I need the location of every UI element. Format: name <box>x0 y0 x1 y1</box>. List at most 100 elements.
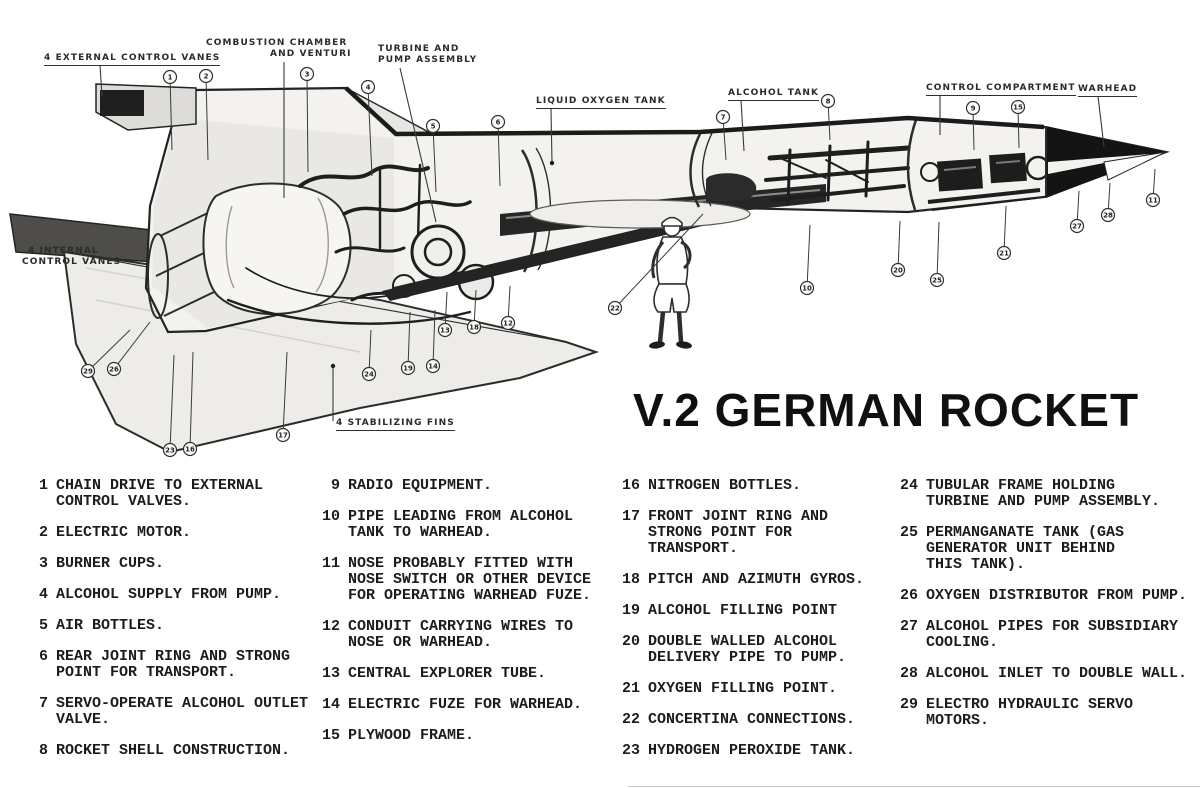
svg-text:6: 6 <box>496 119 501 127</box>
callout-4: 4 <box>360 79 376 95</box>
svg-text:10: 10 <box>802 285 812 293</box>
control-equipment <box>920 152 1051 211</box>
svg-text:29: 29 <box>83 368 93 376</box>
legend-item-9: 9 RADIO EQUIPMENT. <box>318 478 591 494</box>
svg-text:20: 20 <box>893 267 903 275</box>
callout-29: 29 <box>80 363 96 379</box>
callout-2: 2 <box>198 68 214 84</box>
legend-item-number: 17 <box>621 508 640 525</box>
svg-text:16: 16 <box>185 446 195 454</box>
callout-3: 3 <box>299 66 315 82</box>
legend-item-number: 16 <box>621 477 640 494</box>
callout-14: 14 <box>425 358 441 374</box>
legend-item-text: ALCOHOL SUPPLY FROM PUMP. <box>56 586 282 603</box>
svg-text:18: 18 <box>469 324 479 332</box>
callout-13: 13 <box>437 322 453 338</box>
callout-27: 27 <box>1069 218 1085 234</box>
legend-item-number: 12 <box>321 618 340 635</box>
legend-item-text: CONCERTINA CONNECTIONS. <box>648 711 856 728</box>
callout-24: 24 <box>361 366 377 382</box>
svg-text:8: 8 <box>826 98 831 106</box>
legend-item-text: CENTRAL EXPLORER TUBE. <box>348 665 547 682</box>
svg-text:22: 22 <box>610 305 620 313</box>
callout-1: 1 <box>162 69 178 85</box>
legend-item-number: 22 <box>621 711 640 728</box>
legend-item-number: 10 <box>321 508 340 525</box>
part-label-alcohol-tank: ALCOHOL TANK <box>728 88 820 101</box>
svg-text:7: 7 <box>721 114 726 122</box>
legend-item-number: 27 <box>899 618 918 635</box>
legend-item-number: 28 <box>899 665 918 682</box>
callout-9: 9 <box>965 100 981 116</box>
legend-item-text: ROCKET SHELL CONSTRUCTION. <box>56 742 291 759</box>
svg-text:19: 19 <box>403 365 413 373</box>
legend-item-22: 22 CONCERTINA CONNECTIONS. <box>618 712 864 728</box>
scan-edge-line <box>628 786 1200 787</box>
turbopump <box>410 224 466 280</box>
alcohol-tank-frame <box>764 140 911 206</box>
legend-item-number: 25 <box>899 524 918 541</box>
legend-item-text: ELECTRIC FUZE FOR WARHEAD. <box>348 696 583 713</box>
svg-text:15: 15 <box>1013 104 1023 112</box>
callout-20: 20 <box>890 262 906 278</box>
svg-text:25: 25 <box>932 277 942 285</box>
callout-22: 22 <box>607 300 623 316</box>
callout-17: 17 <box>275 427 291 443</box>
human-figure <box>649 216 692 349</box>
svg-text:4: 4 <box>366 84 371 92</box>
legend-item-text: RADIO EQUIPMENT. <box>348 477 493 494</box>
legend-item-text: PLYWOOD FRAME. <box>348 727 475 744</box>
svg-text:9: 9 <box>971 105 976 113</box>
legend-item-number: 1 <box>38 477 48 494</box>
callout-6: 6 <box>490 114 506 130</box>
legend-item-number: 9 <box>330 477 340 494</box>
legend-item-number: 26 <box>899 587 918 604</box>
svg-text:17: 17 <box>278 432 288 440</box>
part-label-warhead: WARHEAD <box>1078 84 1138 97</box>
legend-item-number: 3 <box>38 555 48 572</box>
legend-item-number: 5 <box>38 617 48 634</box>
svg-text:12: 12 <box>503 320 513 328</box>
callout-26: 26 <box>106 361 122 377</box>
svg-text:26: 26 <box>109 366 119 374</box>
svg-text:13: 13 <box>440 327 450 335</box>
callout-10: 10 <box>799 280 815 296</box>
legend-item-number: 13 <box>321 665 340 682</box>
legend-item-number: 29 <box>899 696 918 713</box>
legend-item-number: 7 <box>38 695 48 712</box>
legend-item-number: 11 <box>321 555 340 572</box>
legend-item-16: 16 NITROGEN BOTTLES. <box>618 478 864 494</box>
svg-text:2: 2 <box>204 73 209 81</box>
legend-item-text: NITROGEN BOTTLES. <box>648 477 802 494</box>
callout-12: 12 <box>500 315 516 331</box>
legend-item-number: 18 <box>621 571 640 588</box>
